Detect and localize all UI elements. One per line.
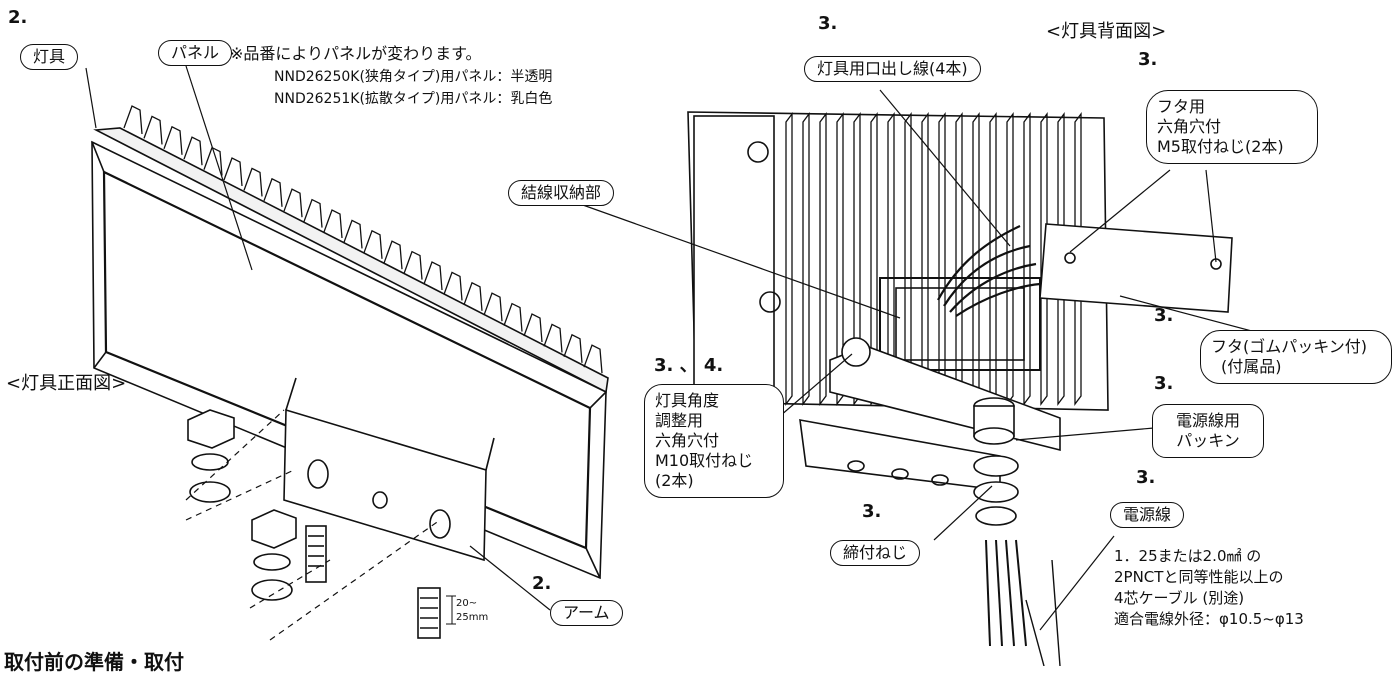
panel-note: ※品番によりパネルが変わります。 NND26250K(狭角タイプ)用パネル：半透… [230,40,552,108]
heat-sink-fin [785,112,793,406]
heat-sink-fin [283,188,303,218]
heat-sink-fin [1074,112,1082,406]
heat-sink-fin [1023,112,1031,406]
cable-spec: 1．25または2.0㎟ の 2PNCTと同等性能以上の 4芯ケーブル (別途) … [1114,546,1304,630]
step-number-packing: 3. [1154,373,1174,394]
step-number-arm: 2. [532,573,552,594]
callout-packing: 電源線用 パッキン [1152,404,1264,458]
heat-sink-fin [403,250,423,280]
label-tightening-screw: 締付ねじ [830,540,921,566]
panel-note-line1: ※品番によりパネルが変わります。 [230,44,482,63]
step-number-lid: 3. [1154,305,1174,326]
step-number-angle: 3. 、 4. [654,355,724,376]
heat-sink-fin [203,146,223,176]
heat-sink-fin [503,302,523,332]
heat-sink-fin [523,313,543,343]
cable-spec-line3: 4芯ケーブル (別途) [1114,589,1245,607]
heat-sink-fin [123,105,143,135]
heat-sink-fin [543,323,563,353]
callout-angle-screw-line3: 六角穴付 [655,431,720,450]
label-power-cable: 電源線 [1110,502,1185,528]
step-number-front: 2. [8,7,28,28]
step-number-tighten: 3. [862,501,882,522]
heat-sink-fin [183,136,203,166]
lead-wires [937,225,1041,317]
heat-sink-fin [243,167,263,197]
heat-sink-fin [383,240,403,270]
heat-sink-fin [303,198,323,228]
bottom-heading: 取付前の準備・取付 [4,650,184,674]
heat-sink-fin [223,157,243,187]
heat-sink-fin [1057,112,1065,406]
front-view-title: <灯具正面図> [6,373,127,394]
callout-angle-screw-line5: (2本) [655,471,694,490]
cable-spec-line1: 1．25または2.0㎟ の [1114,547,1262,565]
heat-sink-fin [143,115,163,145]
callout-angle-screw-line2: 調整用 [655,411,704,430]
callout-packing-line2: パッキン [1176,431,1240,450]
step-number-lead-wire: 3. [818,13,838,34]
callout-angle-screw-line4: M10取付ねじ [655,451,754,470]
callout-lid-screw: フタ用 六角穴付 M5取付ねじ(2本) [1146,90,1318,164]
heat-sink-fin [1006,112,1014,406]
cable-gland [973,397,1019,526]
label-lead-wire: 灯具用口出し線(4本) [804,56,981,82]
heat-sink-fin [443,271,463,301]
heat-sink-fin [1040,112,1048,406]
power-cable-drawing [985,539,1061,666]
step-number-rear: 3. [1138,49,1158,70]
rear-view-title: <灯具背面図> [1046,21,1167,42]
label-arm: アーム [550,600,623,626]
callout-lid-screw-line2: 六角穴付 [1157,117,1222,136]
callout-lid-line2: (付属品) [1221,357,1282,376]
leader-lines [85,65,1279,631]
dimension-bottom: 25mm [456,612,489,623]
heat-sink-fin [563,333,583,363]
heat-sink-fin [343,219,363,249]
fixture-front-drawing [91,127,609,580]
label-wiring-storage: 結線収納部 [508,180,615,206]
cable-spec-line4: 適合電線外径：φ10.5~φ13 [1114,610,1304,628]
step-number-power-cable: 3. [1136,467,1156,488]
panel-note-line3: NND26251K(拡散タイプ)用パネル：乳白色 [274,91,553,107]
callout-lid-screw-line3: M5取付ねじ(2本) [1157,137,1284,156]
label-panel: パネル [158,40,233,66]
callout-lid: フタ(ゴムパッキン付) (付属品) [1200,330,1392,384]
label-fixture: 灯具 [20,44,79,70]
lid-plate [1039,223,1233,313]
heat-sink-fin [819,112,827,406]
callout-lid-line1: フタ(ゴムパッキン付) [1211,337,1368,356]
hardware-front [187,409,456,639]
fixture-rear-drawing [687,111,1109,411]
heat-sink-fin [163,125,183,155]
cable-spec-line2: 2PNCTと同等性能以上の [1114,568,1284,586]
heat-sink-fins-front [123,105,603,374]
panel-note-line2: NND26250K(狭角タイプ)用パネル：半透明 [274,69,553,85]
callout-angle-screw-line1: 灯具角度 [655,391,720,410]
dashed-guides [185,409,441,641]
heat-sink-fin [323,209,343,239]
dimension-top: 20~ [456,598,478,609]
heat-sink-fin [463,281,483,311]
heat-sink-fin [423,261,443,291]
callout-angle-screw: 灯具角度 調整用 六角穴付 M10取付ねじ (2本) [644,384,784,498]
heat-sink-fin [263,177,283,207]
callout-lid-screw-line1: フタ用 [1157,97,1206,116]
heat-sink-fin [802,112,810,406]
heat-sink-fin [363,229,383,259]
heat-sink-fin [583,344,603,374]
heat-sink-fin [483,292,503,322]
callout-packing-line1: 電源線用 [1175,411,1240,430]
